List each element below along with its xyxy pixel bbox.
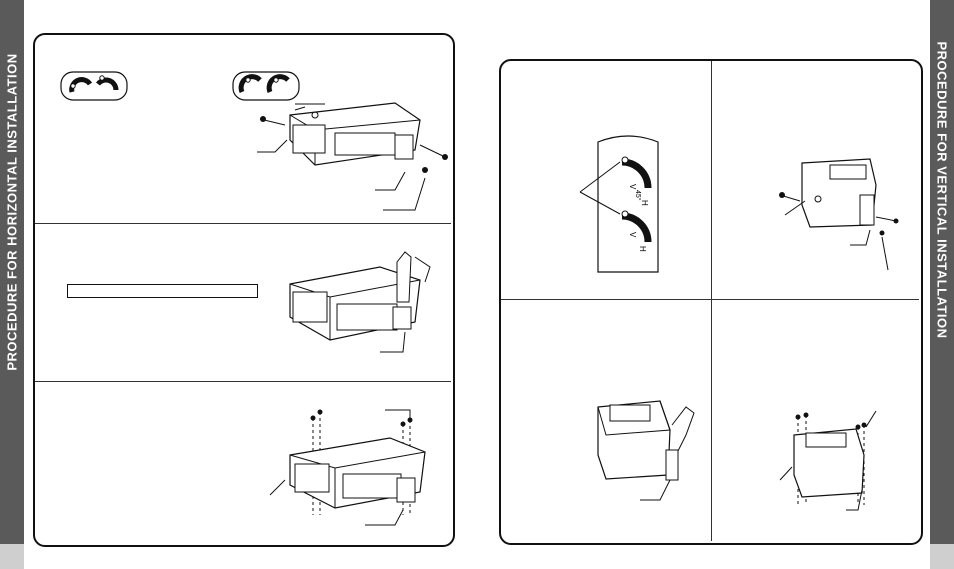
- cd-changer-horizontal-screws: [255, 95, 448, 173]
- dial-mark-h-2: H: [638, 246, 647, 252]
- dial-setting-icon-horizontal: [60, 70, 130, 102]
- horizontal-installation-title: PROCEDURE FOR HORIZONTAL INSTALLATION: [4, 53, 20, 371]
- cd-changer-vertical-mount: [770, 405, 910, 525]
- right-page-tab: [930, 544, 954, 569]
- cd-changer-vertical-screws: [779, 155, 899, 275]
- dial-mark-h-1: H: [640, 200, 649, 206]
- cd-changer-vertical-bracket: [590, 395, 710, 505]
- dial-mark-v-2: V: [628, 232, 637, 238]
- step-divider-2: [35, 381, 451, 382]
- dial-setting-icon-45deg: [232, 70, 302, 102]
- cd-changer-horizontal-mount: [265, 409, 445, 530]
- step1-leader-lines: [255, 100, 455, 220]
- vertical-installation-title: PROCEDURE FOR VERTICAL INSTALLATION: [934, 41, 950, 339]
- dial-mark-v-1: V: [628, 184, 637, 190]
- dial-mark-45: 45°: [634, 190, 642, 201]
- step-divider-1: [35, 223, 451, 224]
- row-divider: [501, 299, 919, 300]
- dial-closeup-vertical: [570, 132, 660, 274]
- column-divider: [711, 61, 712, 541]
- left-side-bar: [0, 0, 24, 544]
- left-page-tab: [0, 544, 24, 569]
- right-side-bar: [930, 0, 954, 544]
- dial-marks: V 45° H V H: [628, 184, 649, 252]
- cd-changer-horizontal-bracket: [285, 252, 445, 362]
- caution-label-box: [67, 284, 258, 298]
